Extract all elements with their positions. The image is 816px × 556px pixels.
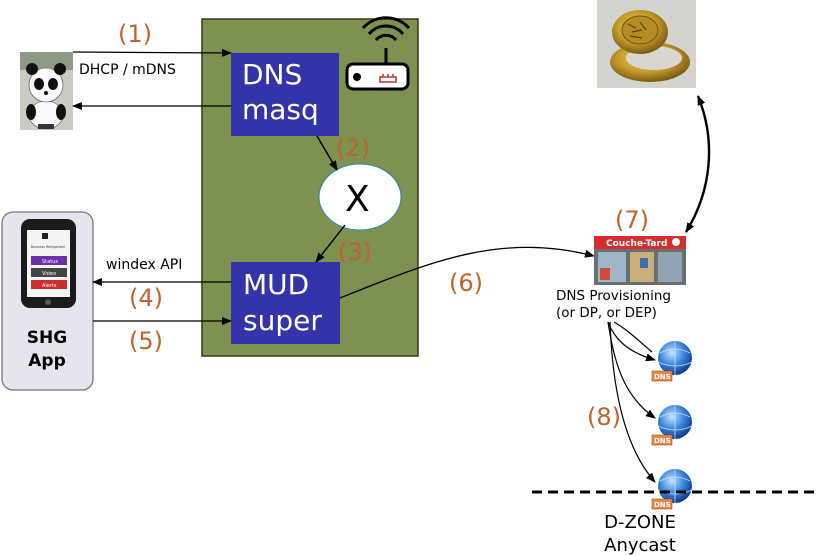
phone-header-text: Business Refrigerator: [31, 245, 66, 249]
arrow-prov-to-dns-3: [609, 321, 656, 483]
arrow-ring-store: [684, 95, 711, 233]
mud-super-label-line1: MUD: [243, 268, 309, 301]
dzone-label-line2: Anycast: [604, 535, 676, 556]
provisioning-label-line1: DNS Provisioning: [556, 288, 671, 304]
dns-globe-icon: DNS: [651, 405, 693, 446]
dns-badge-text: DNS: [654, 437, 671, 445]
windex-api-label: windex API: [106, 257, 182, 273]
step-6-label: (6): [449, 269, 483, 297]
dhcp-mdns-label: DHCP / mDNS: [79, 62, 176, 78]
arrow-prov-to-dns-1b: [613, 321, 653, 353]
step-8-label: (8): [587, 403, 621, 431]
filter-node: [318, 163, 402, 231]
phone-video-text: Video: [42, 271, 56, 277]
panda-device-icon: [20, 52, 73, 130]
step-4-label: (4): [129, 284, 163, 312]
phone-alerts-text: Alerts: [42, 283, 57, 289]
dns-masq-label-line2: masq: [242, 93, 319, 126]
step-1-label: (1): [118, 20, 152, 48]
provisioning-label-line2: (or DP, or DEP): [556, 305, 657, 321]
arrow-filter-to-mud: [315, 224, 346, 263]
dns-masq-box: [231, 53, 339, 136]
shg-app-label-line1: SHG: [27, 328, 67, 348]
filter-node-label: X: [345, 179, 370, 220]
mud-super-label-line2: super: [243, 304, 322, 337]
dns-globe-icon: DNS: [651, 469, 693, 510]
arrow-dns-to-filter: [316, 135, 338, 171]
smartphone-icon: Business Refrigerator Status Video Alert…: [21, 219, 76, 308]
store-sign-text: Couche-Tard: [606, 239, 667, 249]
step-7-label: (7): [615, 206, 649, 234]
dns-badge-text: DNS: [654, 501, 671, 509]
phone-status-text: Status: [42, 259, 58, 265]
step-3-label: (3): [338, 238, 372, 266]
store-image: Couche-Tard: [594, 236, 686, 285]
mud-super-box: [231, 262, 340, 344]
arrow-device-to-dns: [72, 48, 232, 57]
step-2-label: (2): [336, 134, 370, 162]
dzone-label-line1: D-ZONE: [604, 512, 676, 533]
arrow-mud-to-provisioning: [339, 246, 595, 299]
dns-masq-label-line1: DNS: [242, 58, 302, 91]
wifi-router-icon: [345, 16, 411, 91]
gold-ring-image: [597, 0, 696, 88]
shg-app-label-line2: App: [28, 351, 66, 371]
dns-badge-text: DNS: [654, 373, 671, 381]
dns-globe-icon: DNS: [651, 341, 693, 382]
step-5-label: (5): [129, 327, 163, 355]
